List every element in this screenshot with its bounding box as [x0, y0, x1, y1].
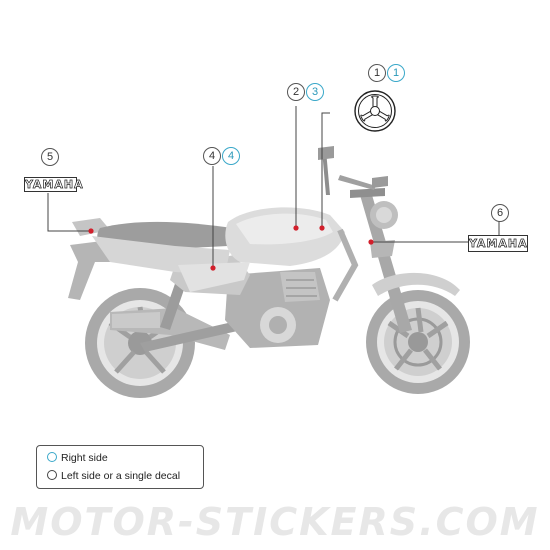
- callout-number-1-left: 1: [368, 64, 386, 82]
- fuel-tank: [225, 207, 345, 266]
- black-circle-icon: [47, 470, 57, 480]
- yamaha-decal-5-text: YAMAHA: [25, 178, 84, 192]
- callout-point-tail: [88, 228, 94, 234]
- yamaha-decal-6: YAMAHA: [468, 235, 528, 252]
- cyan-circle-icon: [47, 452, 57, 462]
- callout-point-side-cover: [210, 265, 216, 271]
- yamaha-decal-5: YAMAHA: [24, 177, 84, 192]
- callout-number-5: 5: [41, 148, 59, 166]
- yamaha-decal-6-text: YAMAHA: [469, 237, 528, 251]
- legend-row-right-side: Right side: [47, 451, 108, 465]
- callout-number-6: 6: [491, 204, 509, 222]
- watermark: MOTOR-STICKERS.COM: [10, 500, 540, 544]
- engine: [225, 268, 330, 348]
- callout-point-tank-left: [293, 225, 299, 231]
- leader-line-5: [47, 193, 90, 232]
- callout-point-front: [368, 239, 374, 245]
- legend: Right side Left side or a single decal: [36, 445, 204, 489]
- front-wheel: [366, 290, 470, 394]
- legend-left-side-label: Left side or a single decal: [61, 470, 181, 482]
- callout-number-4-left: 4: [203, 147, 221, 165]
- callout-number-2: 2: [287, 83, 305, 101]
- leader-line-tank-right: [321, 112, 330, 226]
- callout-number-3: 3: [306, 83, 324, 101]
- legend-row-left-side: Left side or a single decal: [47, 469, 180, 483]
- callout-number-4-right: 4: [222, 147, 240, 165]
- callout-number-1-right: 1: [387, 64, 405, 82]
- legend-right-side-label: Right side: [61, 452, 108, 464]
- callout-point-tank-right: [319, 225, 325, 231]
